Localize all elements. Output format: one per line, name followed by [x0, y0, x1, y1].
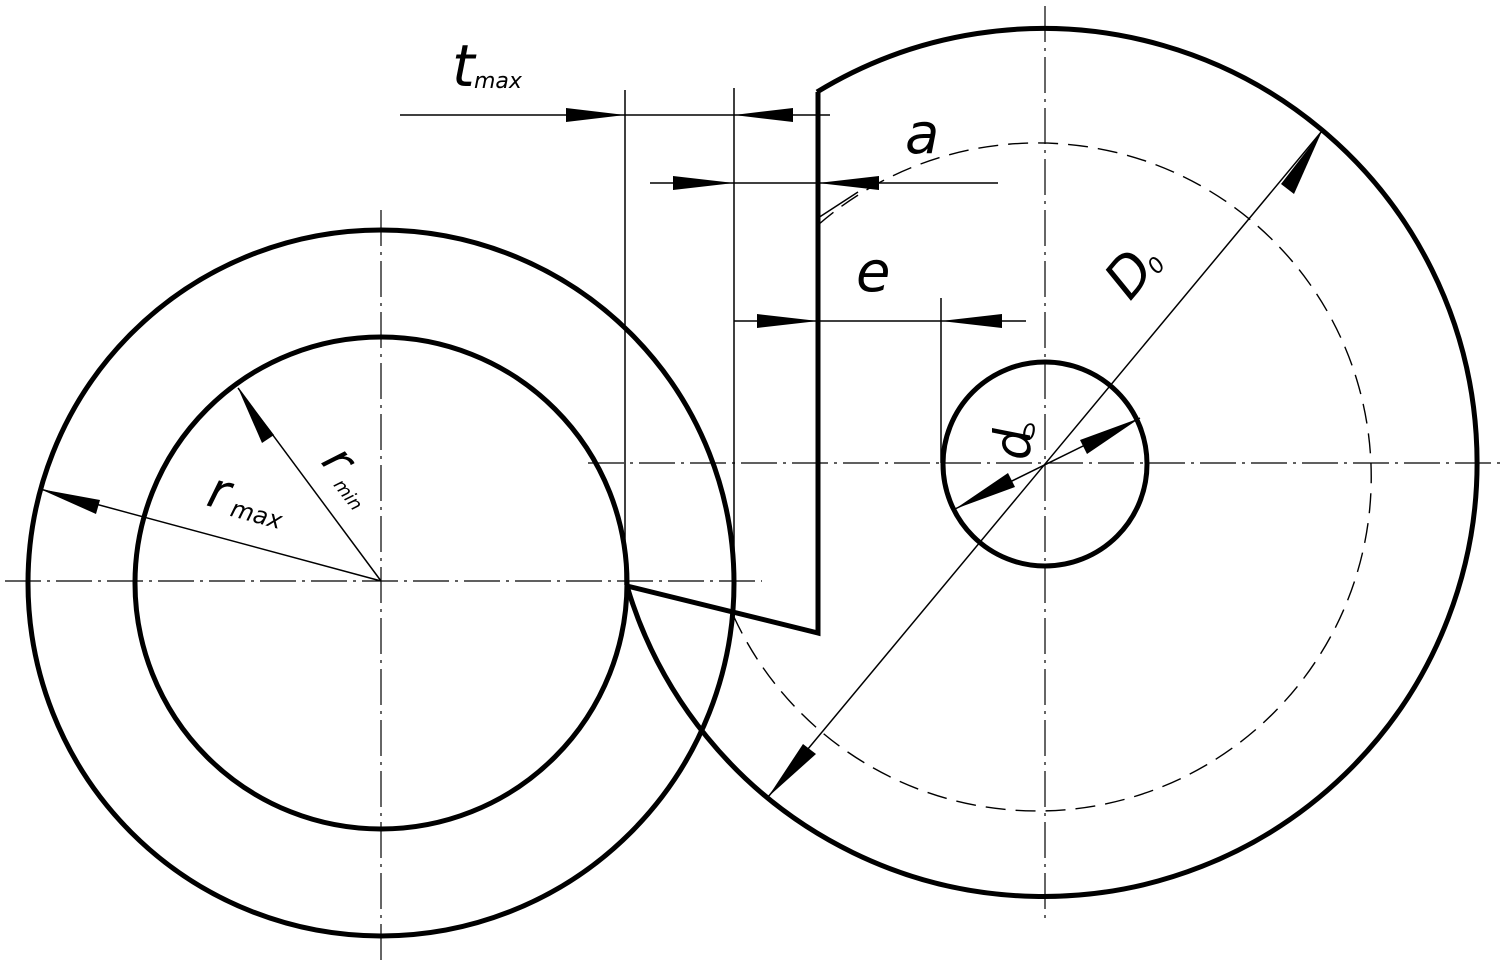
label-t-sub: max [474, 69, 523, 94]
label-rmin-group: r min [311, 435, 369, 515]
label-t: t [452, 32, 477, 100]
arrow-e-2 [941, 314, 1002, 328]
cutter-outer-arc [624, 25, 1480, 899]
inner-workpiece-circle [132, 334, 630, 832]
label-a: a [905, 102, 939, 167]
arrow-e-1 [757, 314, 818, 328]
dimension-labels: t max a e D 0 d 0 r max r min [202, 32, 1171, 536]
arrow-a-1 [673, 176, 734, 190]
cutter-tooth-profile [626, 92, 821, 637]
hub-circle [940, 359, 1150, 569]
label-D0-group: D 0 [1092, 238, 1171, 310]
label-d0-group: d [984, 428, 1042, 460]
label-rmax-group: r max [202, 461, 287, 536]
extension-lines [624, 88, 942, 620]
arrow-d0-2 [955, 473, 1015, 509]
label-e: e [856, 240, 890, 305]
arrow-D0-1 [1281, 131, 1322, 194]
arrow-rmax [40, 489, 100, 514]
label-rmax-sub: max [228, 494, 287, 535]
arrow-tmax-1 [566, 108, 625, 122]
dimension-lines [39, 108, 1323, 798]
leader-a [817, 191, 859, 219]
dashed-pitch-circle [733, 142, 1372, 812]
arrow-tmax-2 [734, 108, 793, 122]
arrow-D0-2 [768, 744, 816, 797]
label-rmin-sub: min [329, 475, 366, 515]
arrow-d0-1 [1080, 418, 1140, 454]
arrow-a-2 [818, 176, 879, 190]
label-d: d [984, 428, 1042, 460]
arrow-rmin [238, 388, 274, 443]
label-d-sub: 0 [1022, 421, 1036, 446]
